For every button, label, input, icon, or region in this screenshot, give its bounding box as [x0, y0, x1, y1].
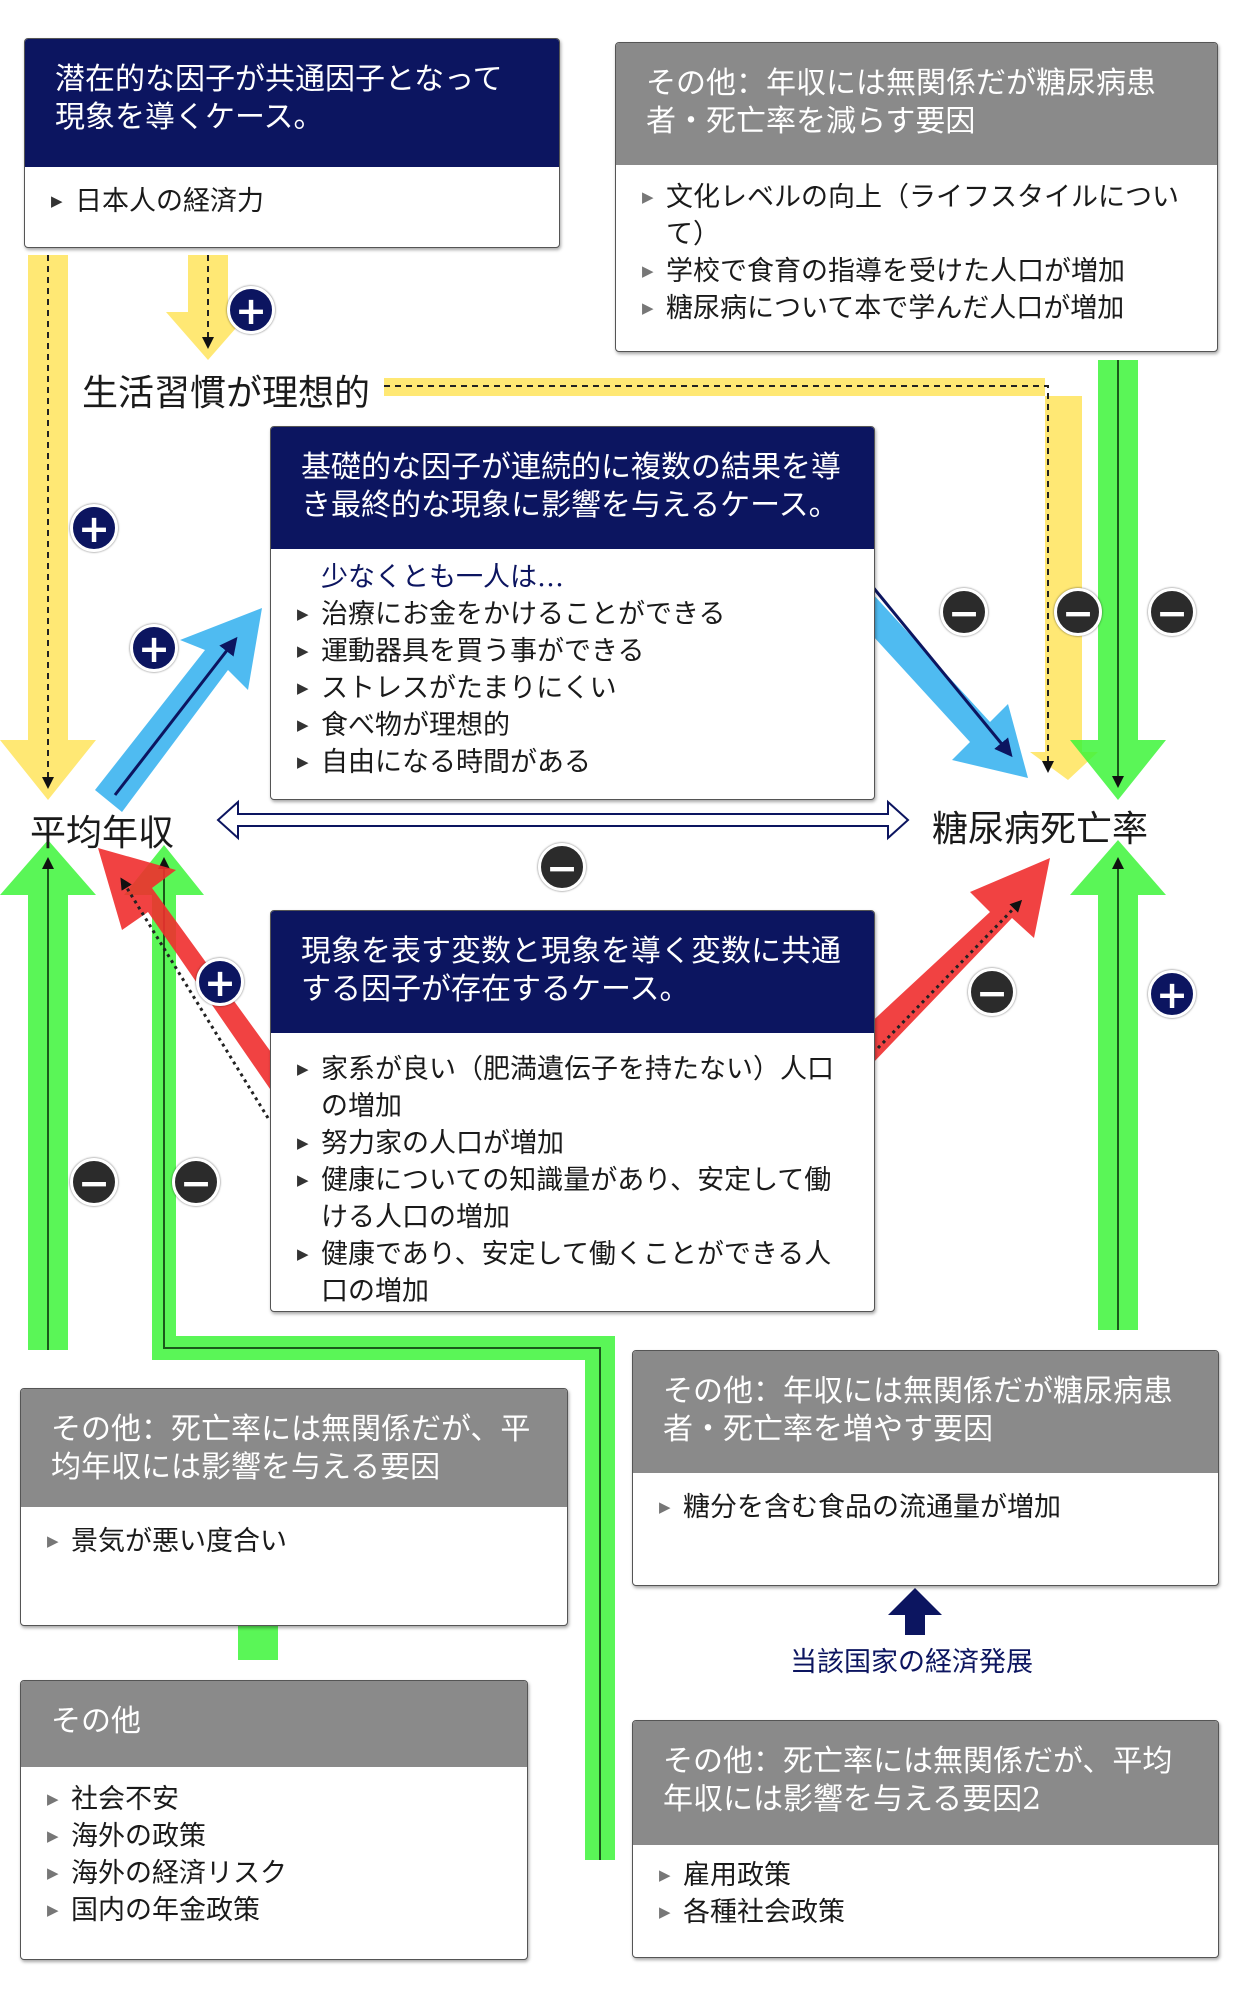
- list-item: 各種社会政策: [659, 1894, 1198, 1931]
- other-reduce-box: その他：年収には無関係だが糖尿病患者・死亡率を減らす要因 文化レベルの向上（ライ…: [615, 42, 1218, 352]
- list-item: 運動器具を買う事ができる: [297, 633, 854, 670]
- blue-arrow-basic-to-mortality: [840, 580, 1028, 778]
- list-item: 国内の年金政策: [47, 1892, 507, 1929]
- list-item: 景気が悪い度合い: [47, 1523, 547, 1560]
- list-item: 日本人の経済力: [51, 183, 539, 220]
- other-income-box: その他：死亡率には無関係だが、平均年収には影響を与える要因 景気が悪い度合い: [20, 1388, 568, 1626]
- yellow-arrow-economy-to-lifestyle: [166, 255, 250, 360]
- list-item: 自由になる時間がある: [297, 744, 854, 781]
- other-income2-box: その他：死亡率には無関係だが、平均年収には影響を与える要因2 雇用政策 各種社会…: [632, 1720, 1219, 1958]
- common-factor-box: 現象を表す変数と現象を導く変数に共通する因子が存在するケース。 家系が良い（肥満…: [270, 910, 875, 1312]
- other-box: その他 社会不安 海外の政策 海外の経済リスク 国内の年金政策: [20, 1680, 528, 1960]
- other-increase-list: 糖分を含む食品の流通量が増加: [633, 1473, 1218, 1526]
- other-reduce-title: その他：年収には無関係だが糖尿病患者・死亡率を減らす要因: [616, 43, 1217, 165]
- other-increase-title: その他：年収には無関係だが糖尿病患者・死亡率を増やす要因: [633, 1351, 1218, 1473]
- common-factor-title: 現象を表す変数と現象を導く変数に共通する因子が存在するケース。: [271, 911, 874, 1033]
- list-item: 健康についての知識量があり、安定して働ける人口の増加: [297, 1162, 854, 1236]
- list-item: 家系が良い（肥満遺伝子を持たない）人口の増加: [297, 1051, 854, 1125]
- navy-arrow-economy-to-increase: [888, 1588, 942, 1635]
- green-arrow-reduce-to-mortality: [1070, 360, 1166, 800]
- blue-arrow-income-to-basic: [95, 608, 262, 812]
- red-arrow-common-to-mortality: [852, 858, 1050, 1064]
- list-item: 食べ物が理想的: [297, 707, 854, 744]
- green-arrow-increase-to-mortality: [1070, 840, 1166, 1330]
- list-item: 文化レベルの向上（ライフスタイルについて）: [642, 179, 1197, 253]
- minus-sign-icon: −: [70, 1158, 118, 1206]
- minus-sign-icon: −: [940, 588, 988, 636]
- basic-factor-lead: 少なくとも一人は…: [321, 562, 564, 593]
- plus-sign-icon: +: [1148, 970, 1196, 1018]
- plus-sign-icon: +: [196, 958, 244, 1006]
- list-item: 学校で食育の指導を受けた人口が増加: [642, 253, 1197, 290]
- plus-sign-icon: +: [70, 504, 118, 552]
- yellow-arrow-economy-to-income: [0, 255, 96, 800]
- list-item: 雇用政策: [659, 1857, 1198, 1894]
- latent-factor-list: 日本人の経済力: [25, 167, 559, 220]
- other-increase-box: その他：年収には無関係だが糖尿病患者・死亡率を増やす要因 糖分を含む食品の流通量…: [632, 1350, 1219, 1586]
- other-income2-list: 雇用政策 各種社会政策: [633, 1845, 1218, 1931]
- minus-sign-icon: −: [1054, 588, 1102, 636]
- minus-sign-icon: −: [968, 968, 1016, 1016]
- node-diabetes-mortality: 糖尿病死亡率: [932, 809, 1149, 850]
- node-economic-development: 当該国家の経済発展: [790, 1647, 1033, 1678]
- correlation-double-arrow: [216, 799, 910, 841]
- minus-sign-icon: −: [1148, 588, 1196, 636]
- other-income-list: 景気が悪い度合い: [21, 1507, 567, 1560]
- plus-sign-icon: +: [227, 286, 275, 334]
- plus-sign-icon: +: [130, 624, 178, 672]
- minus-sign-icon: −: [172, 1158, 220, 1206]
- other-list: 社会不安 海外の政策 海外の経済リスク 国内の年金政策: [21, 1767, 527, 1929]
- basic-factor-list: 治療にお金をかけることができる 運動器具を買う事ができる ストレスがたまりにくい…: [271, 596, 874, 781]
- node-lifestyle: 生活習慣が理想的: [82, 373, 371, 414]
- green-arrow-policy2-to-income: [124, 845, 615, 1860]
- list-item: 努力家の人口が増加: [297, 1125, 854, 1162]
- list-item: 社会不安: [47, 1781, 507, 1818]
- minus-sign-icon: −: [538, 843, 586, 891]
- list-item: 糖分を含む食品の流通量が増加: [659, 1489, 1198, 1526]
- other-income2-title: その他：死亡率には無関係だが、平均年収には影響を与える要因2: [633, 1721, 1218, 1845]
- other-income-title: その他：死亡率には無関係だが、平均年収には影響を与える要因: [21, 1389, 567, 1507]
- list-item: 糖尿病について本で学んだ人口が増加: [642, 290, 1197, 327]
- latent-factor-title: 潜在的な因子が共通因子となって現象を導くケース。: [25, 39, 559, 167]
- list-item: 海外の経済リスク: [47, 1855, 507, 1892]
- list-item: 健康であり、安定して働くことができる人口の増加: [297, 1236, 854, 1310]
- list-item: ストレスがたまりにくい: [297, 670, 854, 707]
- list-item: 海外の政策: [47, 1818, 507, 1855]
- latent-factor-box: 潜在的な因子が共通因子となって現象を導くケース。 日本人の経済力: [24, 38, 560, 248]
- other-reduce-list: 文化レベルの向上（ライフスタイルについて） 学校で食育の指導を受けた人口が増加 …: [616, 165, 1217, 327]
- common-factor-list: 家系が良い（肥満遺伝子を持たない）人口の増加 努力家の人口が増加 健康についての…: [271, 1033, 874, 1310]
- basic-factor-box: 基礎的な因子が連続的に複数の結果を導き最終的な現象に影響を与えるケース。 少なく…: [270, 426, 875, 800]
- green-arrow-other-to-income: [0, 840, 96, 1350]
- other-title: その他: [21, 1681, 527, 1767]
- yellow-arrow-lifestyle-to-mortality: [384, 378, 1098, 780]
- list-item: 治療にお金をかけることができる: [297, 596, 854, 633]
- basic-factor-title: 基礎的な因子が連続的に複数の結果を導き最終的な現象に影響を与えるケース。: [271, 427, 874, 549]
- node-average-income: 平均年収: [30, 813, 175, 854]
